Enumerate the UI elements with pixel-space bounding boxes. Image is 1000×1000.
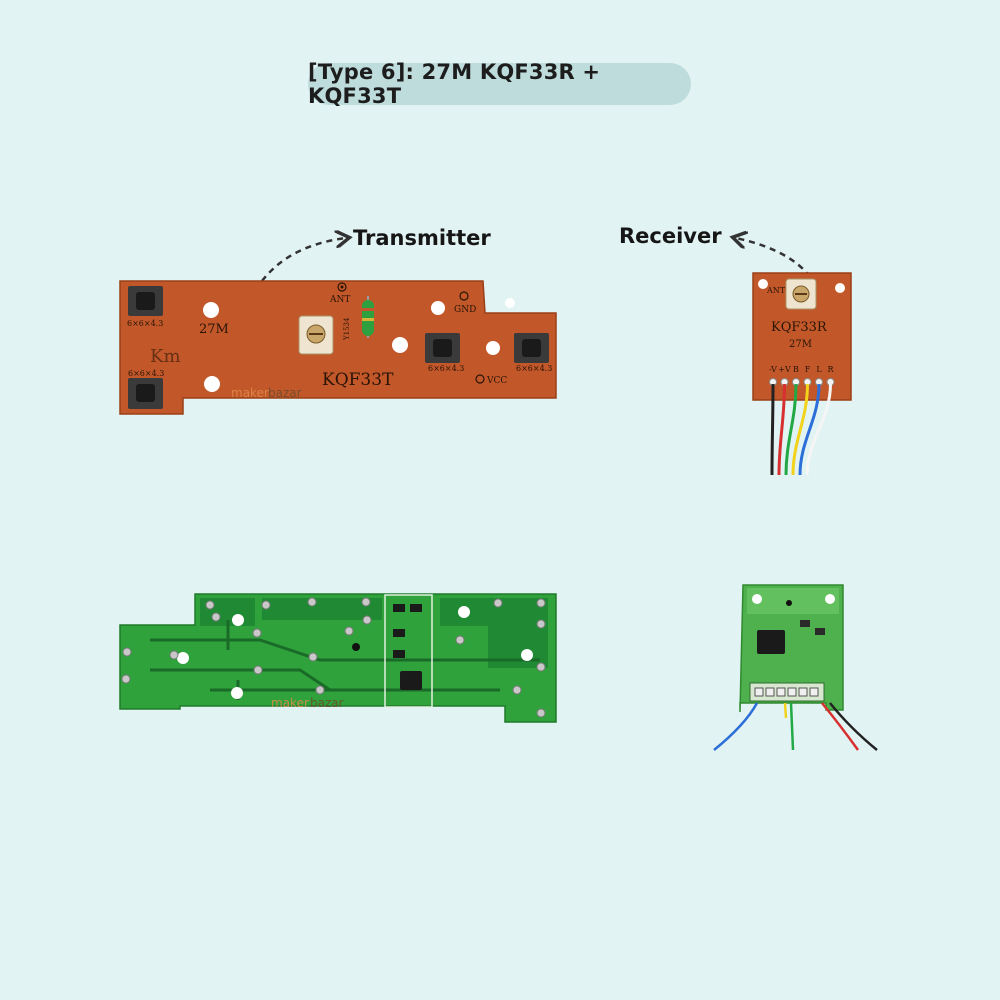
receiver-wire — [770, 383, 775, 476]
receiver-pin-label: R — [827, 365, 834, 374]
switch-size-label: 6×6×4.3 — [516, 364, 552, 373]
freq-label: 27M — [199, 322, 229, 337]
solder-pad — [344, 626, 354, 636]
solder-pad — [308, 652, 318, 662]
solder-pad — [122, 647, 132, 657]
solder-pad — [211, 612, 221, 622]
solder-pad — [169, 650, 179, 660]
vcc-label: VCC — [486, 376, 507, 386]
solder-pad — [493, 598, 503, 608]
receiver-model-label: KQF33R — [771, 320, 828, 335]
ic-chip-icon — [400, 671, 422, 690]
transmitter-board-top: 6×6×4.3 6×6×4.3 Km 27M Y1534 KQF33T ANT … — [119, 280, 557, 415]
receiver-callout-label: Receiver — [619, 224, 722, 248]
receiver-pin-label: -V — [769, 365, 777, 374]
receiver-board-bottom — [713, 584, 878, 751]
switch-size-label: 6×6×4.3 — [428, 364, 464, 373]
solder-pad — [307, 597, 317, 607]
solder-pad — [121, 674, 131, 684]
receiver-pin-label: B — [793, 365, 799, 374]
solder-pad — [809, 687, 819, 697]
coil-label: Y1534 — [343, 317, 351, 341]
watermark-brand-a: maker — [271, 696, 309, 710]
solder-pad — [754, 687, 764, 697]
solder-pad — [362, 615, 372, 625]
watermark-brand-b: bazar — [268, 386, 302, 400]
ant-label: ANT — [329, 295, 350, 305]
watermark-brand-a: maker — [231, 386, 269, 400]
solder-pad — [315, 685, 325, 695]
solder-pad — [253, 665, 263, 675]
transmitter-callout-label: Transmitter — [353, 226, 491, 250]
solder-pad — [252, 628, 262, 638]
receiver-pin-label: F — [805, 365, 811, 374]
receiver-wire — [805, 383, 832, 476]
tact-switch-icon — [425, 333, 460, 363]
solder-pad — [455, 635, 465, 645]
receiver-pin-label: L — [816, 365, 822, 374]
solder-pad — [536, 662, 546, 672]
receiver-wires — [770, 383, 832, 476]
solder-pad — [536, 598, 546, 608]
transmitter-board-bottom: maker bazar — [119, 593, 557, 723]
solder-pad — [205, 600, 215, 610]
switch-size-label: 6×6×4.3 — [127, 319, 163, 328]
transmitter-callout-arrow — [261, 238, 346, 282]
tact-switch-icon — [128, 378, 163, 409]
page-title: [Type 6]: 27M KQF33R + KQF33T — [308, 60, 691, 108]
trimmer-coil-icon — [298, 315, 334, 355]
brand-mark: Km — [150, 346, 181, 367]
solder-pad — [798, 687, 808, 697]
switch-size-label: 6×6×4.3 — [128, 369, 164, 378]
receiver-wire — [784, 383, 798, 476]
solder-pad — [536, 619, 546, 629]
solder-pad — [361, 597, 371, 607]
solder-pad — [536, 708, 546, 718]
ic-chip-icon — [757, 630, 785, 654]
solder-pad — [512, 685, 522, 695]
tact-switch-icon — [514, 333, 549, 363]
solder-pad — [261, 600, 271, 610]
gnd-label: GND — [454, 305, 476, 315]
receiver-wire — [791, 383, 809, 476]
solder-pad — [776, 687, 786, 697]
solder-pad — [787, 687, 797, 697]
solder-pad — [765, 687, 775, 697]
receiver-callout-arrow — [736, 238, 812, 278]
receiver-pin-label: +V — [778, 365, 791, 374]
watermark-brand-b: bazar — [310, 696, 344, 710]
transmitter-model-label: KQF33T — [322, 370, 394, 390]
receiver-wire — [777, 383, 786, 476]
tact-switch-icon — [128, 286, 163, 316]
trimmer-coil-icon — [785, 278, 817, 310]
rx-ant-label: ANT — [766, 286, 786, 295]
receiver-wire — [798, 383, 821, 476]
inductor-icon — [362, 296, 374, 338]
receiver-freq-label: 27M — [789, 339, 812, 350]
